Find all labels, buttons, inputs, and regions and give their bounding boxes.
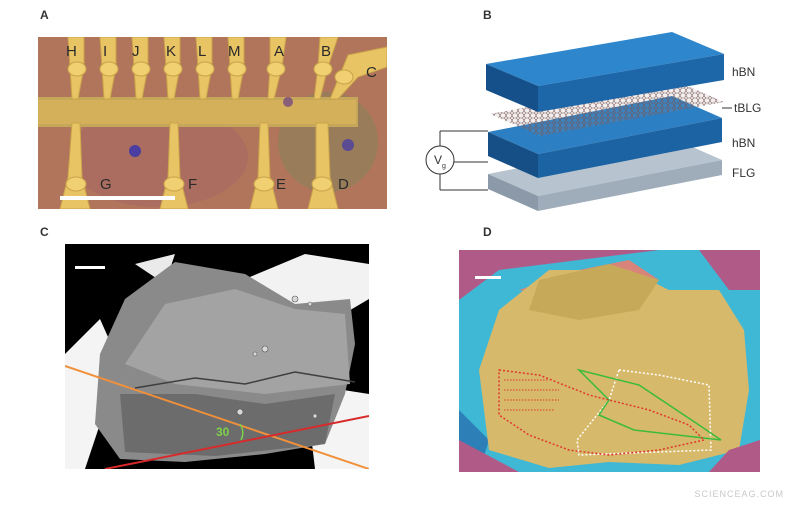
scale-bar: [75, 266, 105, 269]
hall-bar-contacts-outline: [504, 379, 559, 411]
voltage-symbol: V: [434, 153, 442, 167]
contact-label-e: E: [276, 176, 286, 193]
aligned-stack-image: 30: [65, 244, 369, 469]
panel-c-micrograph: 30: [65, 244, 369, 469]
layer-label-top-hbn: hBN: [732, 65, 755, 79]
scale-bar: [60, 196, 175, 200]
panel-d-micrograph: [459, 250, 760, 472]
contact-label-l: L: [198, 43, 206, 60]
twist-angle-label: 30: [216, 425, 230, 439]
contact-label-b: B: [321, 43, 331, 60]
panel-b-stack-schematic: V g hBN tBLG hBN FLG: [410, 28, 790, 218]
voltage-subscript: g: [442, 163, 446, 170]
layer-label-tblg: tBLG: [734, 101, 761, 115]
hall-bar-device-image: H I J K L M A B C G F E D: [38, 37, 387, 209]
contact-label-i: I: [103, 43, 107, 60]
outline-red-dotted: [498, 369, 706, 456]
contact-label-j: J: [132, 43, 140, 60]
contact-label-d: D: [338, 176, 349, 193]
panel-letter-d: D: [483, 225, 492, 239]
panel-letter-c: C: [40, 225, 49, 239]
watermark: SCIENCEAG.COM: [694, 489, 784, 499]
scale-bar: [475, 276, 501, 279]
panel-letter-a: A: [40, 8, 49, 22]
angle-arc: [239, 423, 244, 441]
outline-green: [576, 368, 722, 441]
layer-label-bottom-hbn: hBN: [732, 136, 755, 150]
panel-letter-b: B: [483, 8, 492, 22]
panel-a-micrograph: H I J K L M A B C G F E D: [38, 37, 387, 209]
contact-label-g: G: [100, 176, 112, 193]
contact-label-k: K: [166, 43, 176, 60]
voltage-source: [425, 145, 455, 175]
contact-label-m: M: [228, 43, 241, 60]
outline-white-dotted: [576, 369, 712, 456]
tblg-layer: [490, 80, 724, 136]
heterostructure-diagram: V g hBN tBLG hBN FLG: [425, 32, 761, 211]
alignment-line-orange: [65, 365, 369, 469]
contact-label-a: A: [274, 43, 284, 60]
top-hbn-layer: [486, 32, 724, 112]
alignment-line-red: [104, 415, 369, 469]
contact-label-c: C: [366, 64, 377, 81]
contact-label-f: F: [188, 176, 197, 193]
layer-label-flg: FLG: [732, 166, 755, 180]
device-outline-image: [459, 250, 760, 472]
contact-label-h: H: [66, 43, 77, 60]
